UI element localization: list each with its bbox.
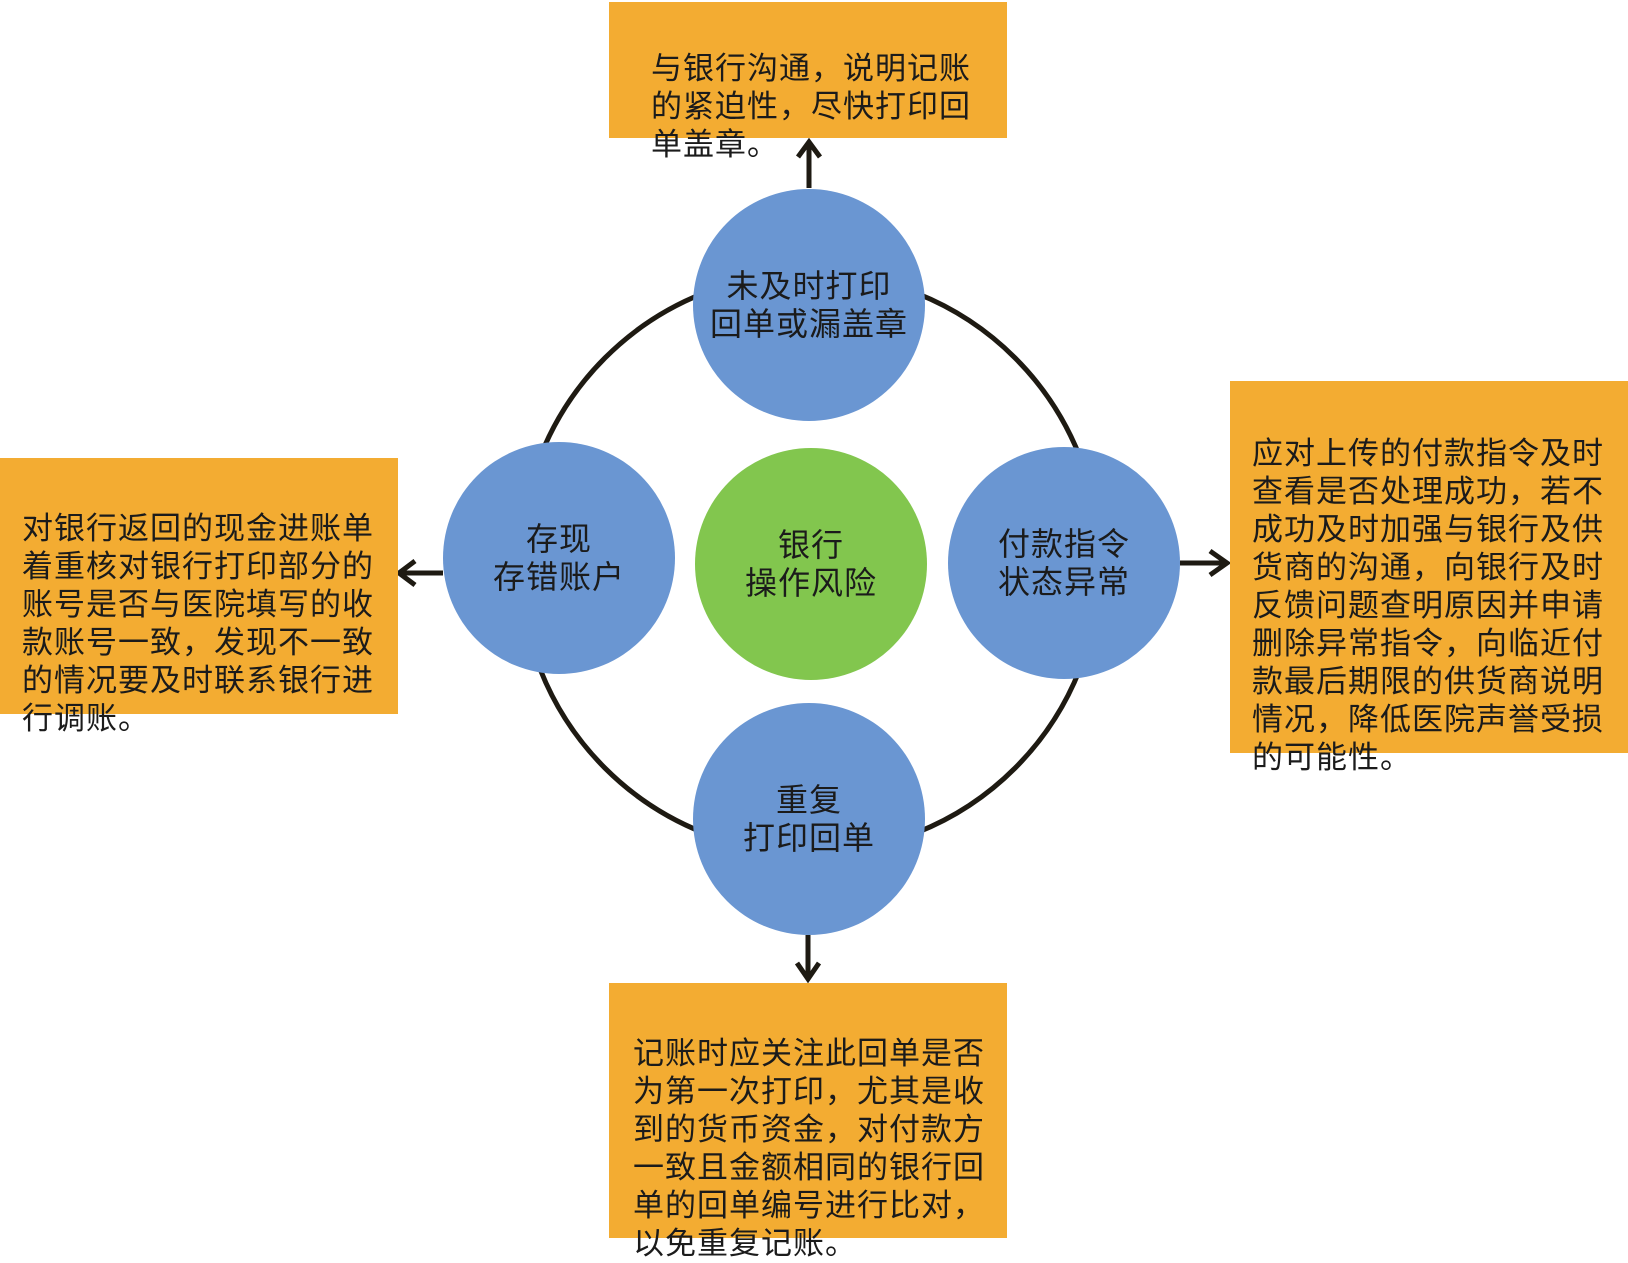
measure-text-left: 对银行返回的现金进账单 着重核对银行打印部分的 账号是否与医院填写的收 款账号一… xyxy=(22,511,374,737)
arrowhead-bottom xyxy=(794,961,822,984)
risk-label-bottom: 重复 打印回单 xyxy=(742,781,875,857)
arrowhead-top xyxy=(795,137,823,159)
risk-circle-bottom: 重复 打印回单 xyxy=(693,703,925,935)
risk-circle-top: 未及时打印 回单或漏盖章 xyxy=(693,189,925,421)
arrowhead-right xyxy=(1208,548,1232,578)
measure-box-left: 对银行返回的现金进账单 着重核对银行打印部分的 账号是否与医院填写的收 款账号一… xyxy=(0,458,398,737)
measure-text-right: 应对上传的付款指令及时 查看是否处理成功，若不 成功及时加强与银行及供 货商的沟… xyxy=(1252,436,1604,776)
measure-text-bottom: 记账时应关注此回单是否 为第一次打印，尤其是收 到的货币资金，对付款方 一致且金… xyxy=(633,1036,985,1262)
risk-circle-left: 存现 存错账户 xyxy=(443,442,675,674)
center-label: 银行 操作风险 xyxy=(744,526,877,602)
risk-circle-right: 付款指令 状态异常 xyxy=(948,447,1180,679)
arrowhead-left xyxy=(394,559,417,587)
measure-box-bottom: 记账时应关注此回单是否 为第一次打印，尤其是收 到的货币资金，对付款方 一致且金… xyxy=(609,983,1007,1262)
risk-label-right: 付款指令 状态异常 xyxy=(997,525,1130,601)
center-circle: 银行 操作风险 xyxy=(695,448,927,680)
measure-text-top: 与银行沟通，说明记账 的紧迫性，尽快打印回 单盖章。 xyxy=(651,51,971,163)
risk-label-top: 未及时打印 回单或漏盖章 xyxy=(709,267,908,343)
measure-box-top: 与银行沟通，说明记账 的紧迫性，尽快打印回 单盖章。 xyxy=(609,2,1007,163)
risk-label-left: 存现 存错账户 xyxy=(492,520,625,596)
measure-box-right: 应对上传的付款指令及时 查看是否处理成功，若不 成功及时加强与银行及供 货商的沟… xyxy=(1230,381,1628,776)
